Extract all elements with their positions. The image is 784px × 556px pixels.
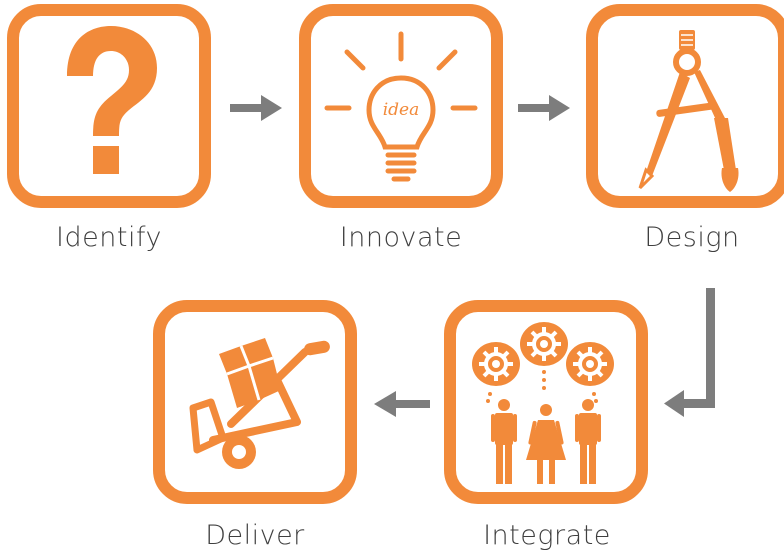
step-label-deliver: Deliver — [205, 520, 305, 551]
arrow-right-icon — [230, 95, 282, 121]
arrow-down-left-icon — [664, 288, 715, 417]
flow-arrow-right-1 — [230, 95, 282, 121]
step-label-design: Design — [644, 222, 740, 253]
flow-arrow-left — [374, 391, 430, 417]
people-gears-icon — [472, 322, 614, 484]
flow-arrow-down-left — [664, 288, 724, 426]
arrow-left-icon — [374, 391, 430, 417]
step-label-integrate: Integrate — [483, 520, 611, 551]
bulb-idea-text: idea — [383, 100, 420, 120]
deliver-tile — [153, 300, 357, 504]
compass-pencil-brush-icon — [638, 30, 739, 192]
innovate-tile: idea — [299, 4, 503, 208]
question-mark-icon — [67, 26, 157, 174]
step-label-innovate: Innovate — [339, 222, 463, 253]
idea-lightbulb-icon — [324, 31, 478, 182]
design-tile — [586, 4, 784, 208]
step-label-identify: Identify — [56, 222, 162, 253]
integrate-tile — [444, 300, 648, 504]
identify-tile — [7, 4, 211, 208]
arrow-right-icon — [518, 95, 570, 121]
hand-truck-box-icon — [189, 338, 330, 469]
flow-arrow-right-2 — [518, 95, 570, 121]
